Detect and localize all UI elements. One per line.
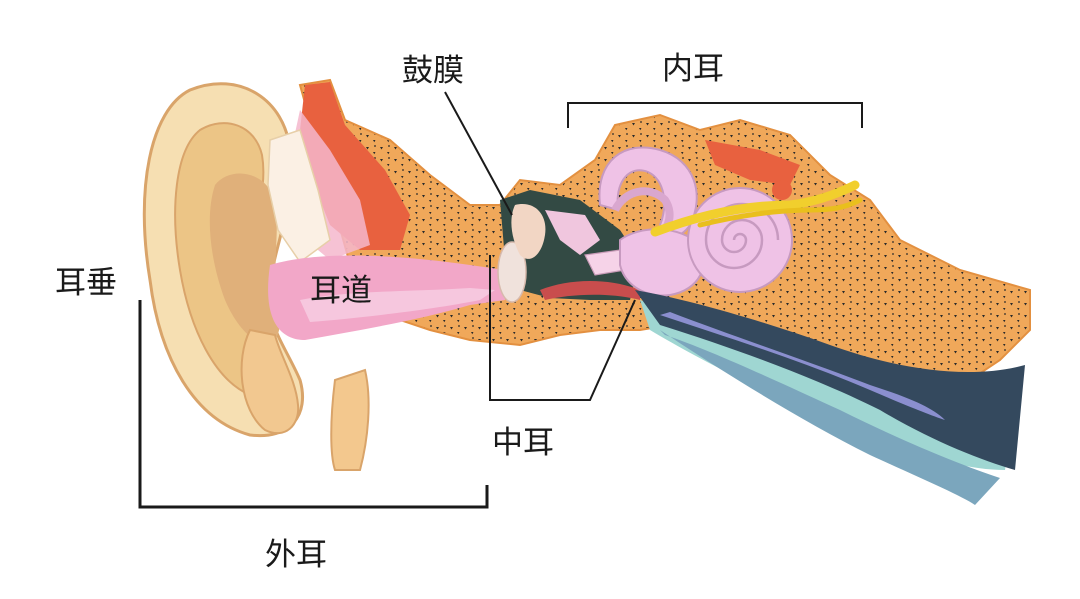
- label-middle-ear: 中耳: [492, 425, 554, 461]
- white-fat-tissue: [267, 129, 331, 264]
- incus-bone: [545, 210, 600, 255]
- nerve-canal: [772, 180, 792, 200]
- outer-ear-bracket: [138, 300, 489, 509]
- eardrum-pointer-line: [444, 91, 513, 216]
- vestibular-nerve: [697, 197, 863, 228]
- eustachian-tube-base: [660, 330, 1000, 505]
- label-earlobe: 耳垂: [55, 265, 117, 301]
- malleus-bone: [511, 204, 546, 259]
- eustachian-tube-lumen: [660, 312, 945, 420]
- ear-canal-highlight: [300, 288, 495, 322]
- inner-ear-bracket: [567, 102, 863, 128]
- label-outer-ear: 外耳: [265, 537, 327, 573]
- label-inner-ear: 内耳: [662, 51, 724, 87]
- eustachian-lining: [540, 281, 640, 300]
- label-eardrum: 鼓膜: [402, 53, 464, 89]
- blood-vessel-area: [705, 140, 800, 185]
- auditory-nerve: [650, 180, 860, 237]
- cartilage-column: [330, 368, 370, 471]
- earlobe-shape: [240, 328, 300, 435]
- middle-ear-pointer-line: [489, 255, 636, 401]
- eustachian-tube-dark: [635, 290, 1025, 470]
- label-ear-canal: 耳道: [310, 273, 372, 309]
- concha: [209, 173, 281, 344]
- eardrum-membrane: [497, 241, 527, 303]
